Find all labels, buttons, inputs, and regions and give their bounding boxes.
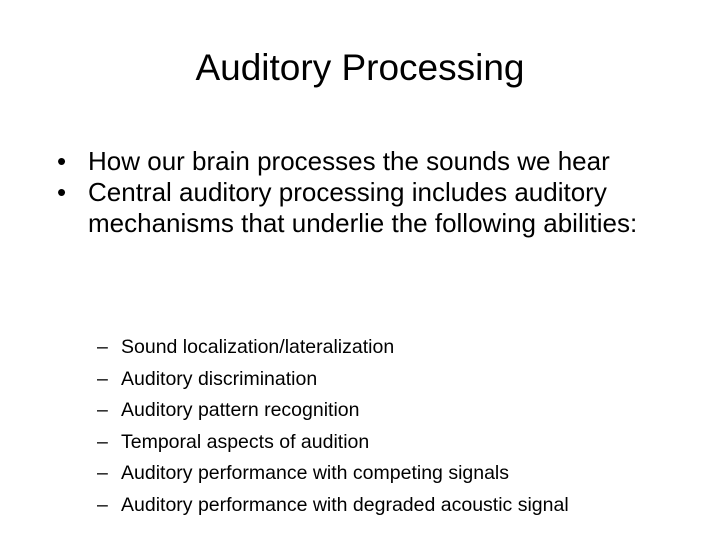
slide-title: Auditory Processing xyxy=(195,47,525,88)
dash-icon: – xyxy=(97,399,108,422)
sub-bullet-item: – Temporal aspects of audition xyxy=(97,427,677,459)
sub-bullet-item: – Auditory performance with competing si… xyxy=(97,458,677,490)
bullet-dot-icon: • xyxy=(57,146,67,176)
bullet-item: • How our brain processes the sounds we … xyxy=(54,146,664,177)
bullet-list: • How our brain processes the sounds we … xyxy=(54,146,664,239)
sub-bullet-list: – Sound localization/lateralization – Au… xyxy=(97,332,677,522)
sub-bullet-item: – Sound localization/lateralization xyxy=(97,332,677,364)
bullet-text: How our brain processes the sounds we he… xyxy=(88,146,610,176)
dash-icon: – xyxy=(97,462,108,485)
sub-bullet-item: – Auditory performance with degraded aco… xyxy=(97,490,677,522)
sub-bullet-text: Auditory performance with degraded acous… xyxy=(121,493,569,516)
bullet-item: • Central auditory processing includes a… xyxy=(54,177,664,239)
sub-bullet-item: – Auditory pattern recognition xyxy=(97,395,677,427)
sub-bullet-text: Auditory pattern recognition xyxy=(121,399,360,422)
bullet-text: Central auditory processing includes aud… xyxy=(88,177,638,238)
dash-icon: – xyxy=(97,430,108,453)
bullet-dot-icon: • xyxy=(57,177,67,207)
sub-bullet-text: Auditory performance with competing sign… xyxy=(121,462,510,485)
dash-icon: – xyxy=(97,367,108,390)
dash-icon: – xyxy=(97,493,108,516)
sub-bullet-text: Temporal aspects of audition xyxy=(121,430,370,453)
sub-bullet-text: Sound localization/lateralization xyxy=(121,336,395,358)
dash-icon: – xyxy=(97,336,108,358)
sub-bullet-text: Auditory discrimination xyxy=(121,367,318,390)
sub-bullet-item: – Auditory discrimination xyxy=(97,364,677,396)
